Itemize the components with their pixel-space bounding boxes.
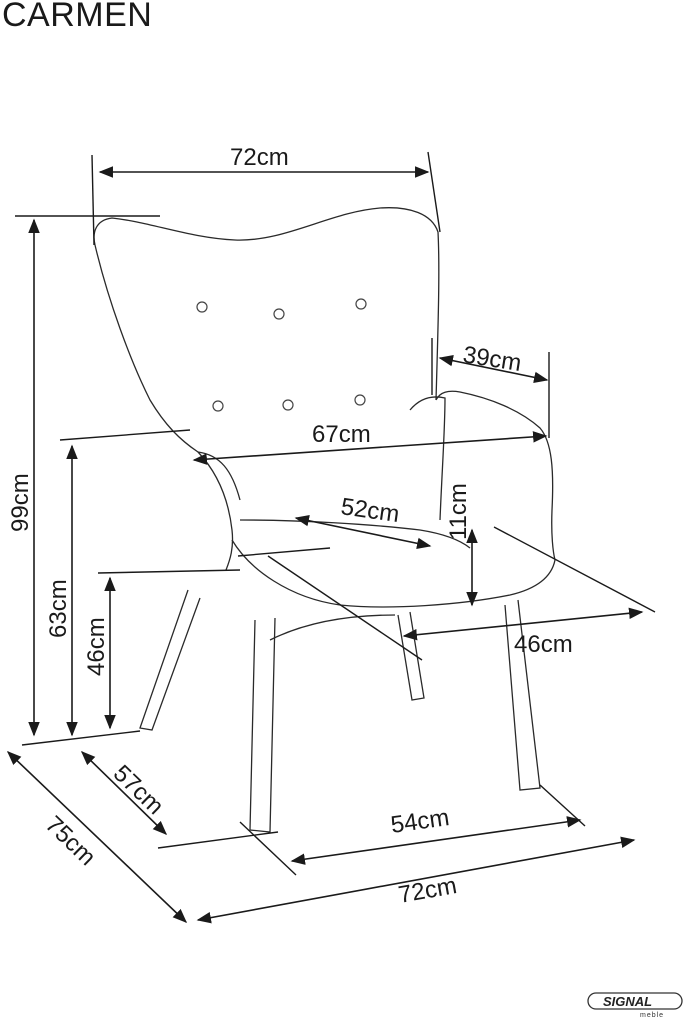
extension-line xyxy=(427,151,441,233)
floor-line xyxy=(21,730,141,746)
chair-outline xyxy=(93,207,556,833)
tuft-button xyxy=(282,399,294,411)
extension-line xyxy=(237,547,331,557)
tuft-button xyxy=(354,394,366,406)
extension-line xyxy=(91,154,95,246)
top-width-label: 72cm xyxy=(230,144,289,171)
base-width-label: 72cm xyxy=(396,872,458,909)
seat-depth-dimension xyxy=(294,515,432,549)
product-title: CARMEN xyxy=(2,0,153,34)
seat-front xyxy=(231,539,556,608)
side-depth-label: 46cm xyxy=(514,631,573,658)
dimension-labels: 72cm 39cm 67cm 52cm 11cm 46cm 99cm 63cm … xyxy=(7,144,573,909)
seat-frame xyxy=(269,614,396,641)
left-wing-outline xyxy=(94,244,234,571)
armrest-depth-dimension xyxy=(438,354,549,384)
dimension-lines xyxy=(6,151,656,924)
brand-name: SIGNAL xyxy=(603,994,652,1009)
tuft-button xyxy=(273,308,285,320)
armrest-height-label: 11cm xyxy=(445,483,472,540)
base-width-dimension xyxy=(196,836,636,924)
right-armrest xyxy=(435,390,556,561)
front-right-leg xyxy=(504,599,541,791)
seat-width-label: 67cm xyxy=(312,421,371,448)
brand-logo: SIGNAL meble xyxy=(587,992,683,1019)
seat-width-dimension xyxy=(192,431,548,465)
seat-cushion xyxy=(239,519,471,549)
brand-tagline: meble xyxy=(640,1012,664,1019)
tufting-buttons xyxy=(196,298,367,412)
total-height-label: 99cm xyxy=(7,473,34,532)
extension-line xyxy=(59,429,191,441)
extension-line xyxy=(493,526,656,613)
total-depth-label: 75cm xyxy=(40,811,101,871)
backrest-outline xyxy=(93,207,440,401)
seat-height-label: 46cm xyxy=(83,617,110,676)
total-depth-dimension xyxy=(6,751,188,923)
right-arm-inner xyxy=(409,396,446,521)
tuft-button xyxy=(196,301,208,313)
side-depth-dimension xyxy=(402,607,644,641)
leg-depth-label: 57cm xyxy=(108,760,169,820)
back-right-leg xyxy=(397,611,425,701)
extension-line xyxy=(267,555,423,661)
armrest-depth-label: 39cm xyxy=(461,341,523,377)
extension-line xyxy=(97,569,241,574)
tuft-button xyxy=(212,400,224,412)
arm-height-label: 63cm xyxy=(45,579,72,638)
extension-line xyxy=(239,821,297,876)
back-left-leg xyxy=(139,589,201,731)
tuft-button xyxy=(355,298,367,310)
front-left-leg xyxy=(249,617,276,833)
leg-width-label: 54cm xyxy=(389,804,451,839)
